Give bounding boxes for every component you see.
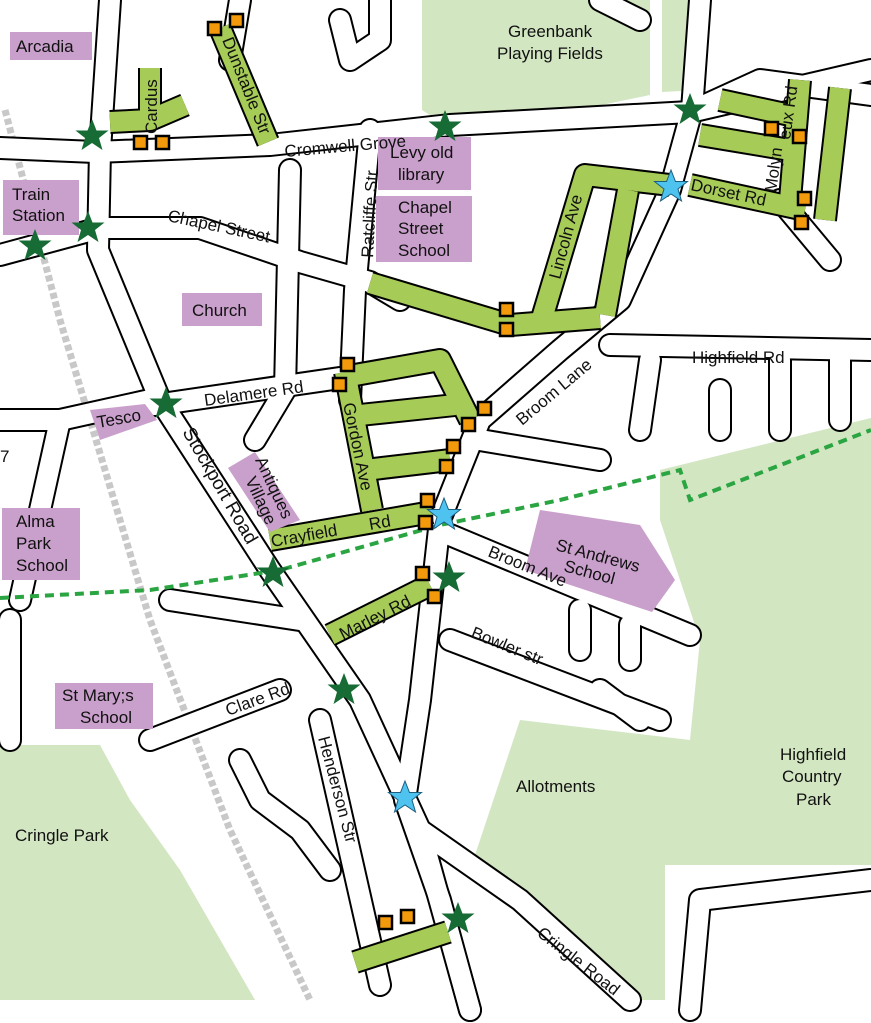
alma-label-2: Park — [16, 534, 51, 553]
levy-label-2: library — [398, 165, 445, 184]
highfield-label-1: Highfield — [780, 745, 846, 764]
orange-marker — [498, 301, 515, 318]
antiques-village-box — [228, 452, 300, 532]
footpath-dotted — [0, 428, 871, 600]
park-labels: Greenbank Playing Fields Cringle Park Hi… — [15, 22, 846, 845]
orange-marker — [417, 514, 434, 531]
church-box — [182, 293, 262, 326]
orange-marker — [339, 356, 356, 373]
orange-marker — [791, 128, 808, 145]
street-edge-number: 7 — [0, 447, 9, 466]
tesco-box — [90, 404, 157, 440]
orange-marker — [206, 20, 223, 37]
chapel-school-label-3: School — [398, 241, 450, 260]
orange-marker — [331, 376, 348, 393]
orange-marker — [419, 492, 436, 509]
highfield-label-3: Park — [796, 790, 831, 809]
orange-marker — [498, 321, 515, 338]
street-ratcliffe: Ratcliffe Str — [358, 169, 382, 258]
highfield-country-park-area — [470, 418, 871, 1000]
street-cardus: Cardus — [142, 79, 161, 134]
greenbank-label-2: Playing Fields — [497, 44, 603, 63]
orange-marker — [414, 565, 431, 582]
st-marys-label-1: St Mary;s — [62, 686, 134, 705]
greenbank-playing-fields-area — [422, 0, 650, 128]
landmarks: Arcadia Train Station Levy old library C… — [2, 32, 675, 729]
street-highfield: Highfield Rd — [692, 348, 785, 367]
alma-park-school-box — [2, 508, 80, 580]
st-marys-school-box — [55, 683, 153, 729]
parks — [0, 0, 871, 1000]
alma-label-1: Alma — [16, 512, 55, 531]
st-andrews-school-box — [525, 510, 675, 612]
orange-marker — [154, 134, 171, 151]
st-marys-label-2: School — [80, 708, 132, 727]
orange-marker — [228, 12, 245, 29]
levy-library-box — [378, 137, 471, 190]
orange-marker — [763, 120, 780, 137]
cringle-park-label: Cringle Park — [15, 826, 109, 845]
street-dunstable: Dunstable Str — [218, 34, 274, 137]
highfield-label-2: Country — [782, 767, 842, 786]
arcadia-box — [10, 32, 92, 60]
orange-markers — [132, 12, 813, 931]
orange-marker — [426, 588, 443, 605]
orange-marker — [377, 914, 394, 931]
orange-marker — [438, 458, 455, 475]
orange-marker — [796, 190, 813, 207]
orange-marker — [793, 214, 810, 231]
orange-marker — [132, 134, 149, 151]
orange-marker — [476, 400, 493, 417]
train-station-box — [3, 180, 79, 235]
greenbank-label-1: Greenbank — [508, 22, 593, 41]
cringle-park-area — [0, 745, 255, 1000]
train-station-label-2: Station — [12, 206, 65, 225]
church-label: Church — [192, 301, 247, 320]
street-lincoln: Lincoln Ave — [546, 192, 587, 281]
orange-marker — [460, 416, 477, 433]
chapel-school-label-2: Street — [398, 219, 444, 238]
chapel-street-school-box — [376, 196, 472, 262]
arcadia-label: Arcadia — [16, 37, 74, 56]
levy-label-1: Levy old — [390, 143, 453, 162]
orange-marker — [399, 908, 416, 925]
orange-marker — [445, 438, 462, 455]
chapel-school-label-1: Chapel — [398, 198, 452, 217]
street-clare: Clare Rd — [223, 679, 293, 720]
alma-label-3: School — [16, 556, 68, 575]
street-crayfield-2: Rd — [367, 511, 392, 533]
train-station-label-1: Train — [12, 185, 50, 204]
allotments-label: Allotments — [516, 777, 595, 796]
